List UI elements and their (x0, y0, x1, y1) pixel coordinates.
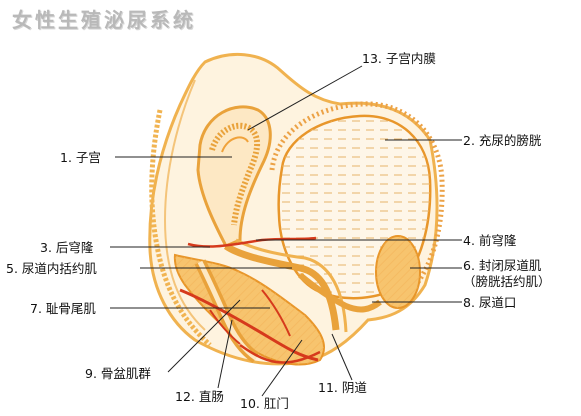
label-pubococcygeus: 7. 耻骨尾肌 (30, 301, 96, 316)
uterus-endometrium (209, 122, 260, 226)
anal-red (239, 343, 321, 364)
label-pelvic-muscles: 9. 骨盆肌群 (85, 366, 151, 381)
label-bladder-sphincter: （膀胱括约肌） (463, 274, 551, 289)
label-urethral-opening: 8. 尿道口 (463, 295, 517, 310)
label-posterior-fornix: 3. 后穹隆 (40, 240, 94, 255)
pubococcygeus-red (179, 288, 319, 362)
body-outline-inner (163, 79, 206, 331)
label-endometrium: 13. 子宫内膜 (362, 51, 436, 66)
label-uterus: 1. 子宫 (60, 150, 101, 165)
bladder-wall (269, 101, 445, 300)
diagram-title: 女性生殖泌尿系统 (12, 8, 196, 32)
label-rectum: 12. 直肠 (175, 389, 224, 404)
label-internal-urethral-sphincter: 5. 尿道内括约肌 (6, 261, 97, 276)
back-wall (149, 109, 212, 347)
label-vagina: 11. 阴道 (318, 380, 367, 395)
urethra (298, 272, 382, 313)
label-anterior-fornix: 4. 前穹隆 (463, 233, 517, 248)
label-anus: 10. 肛门 (240, 396, 289, 411)
uterus-cavity (221, 136, 249, 153)
leader-lines (110, 65, 462, 397)
label-bladder: 2. 充尿的膀胱 (463, 133, 542, 148)
label-urethral-closure-muscle: 6. 封闭尿道肌 (463, 258, 542, 273)
vagina (223, 243, 340, 331)
